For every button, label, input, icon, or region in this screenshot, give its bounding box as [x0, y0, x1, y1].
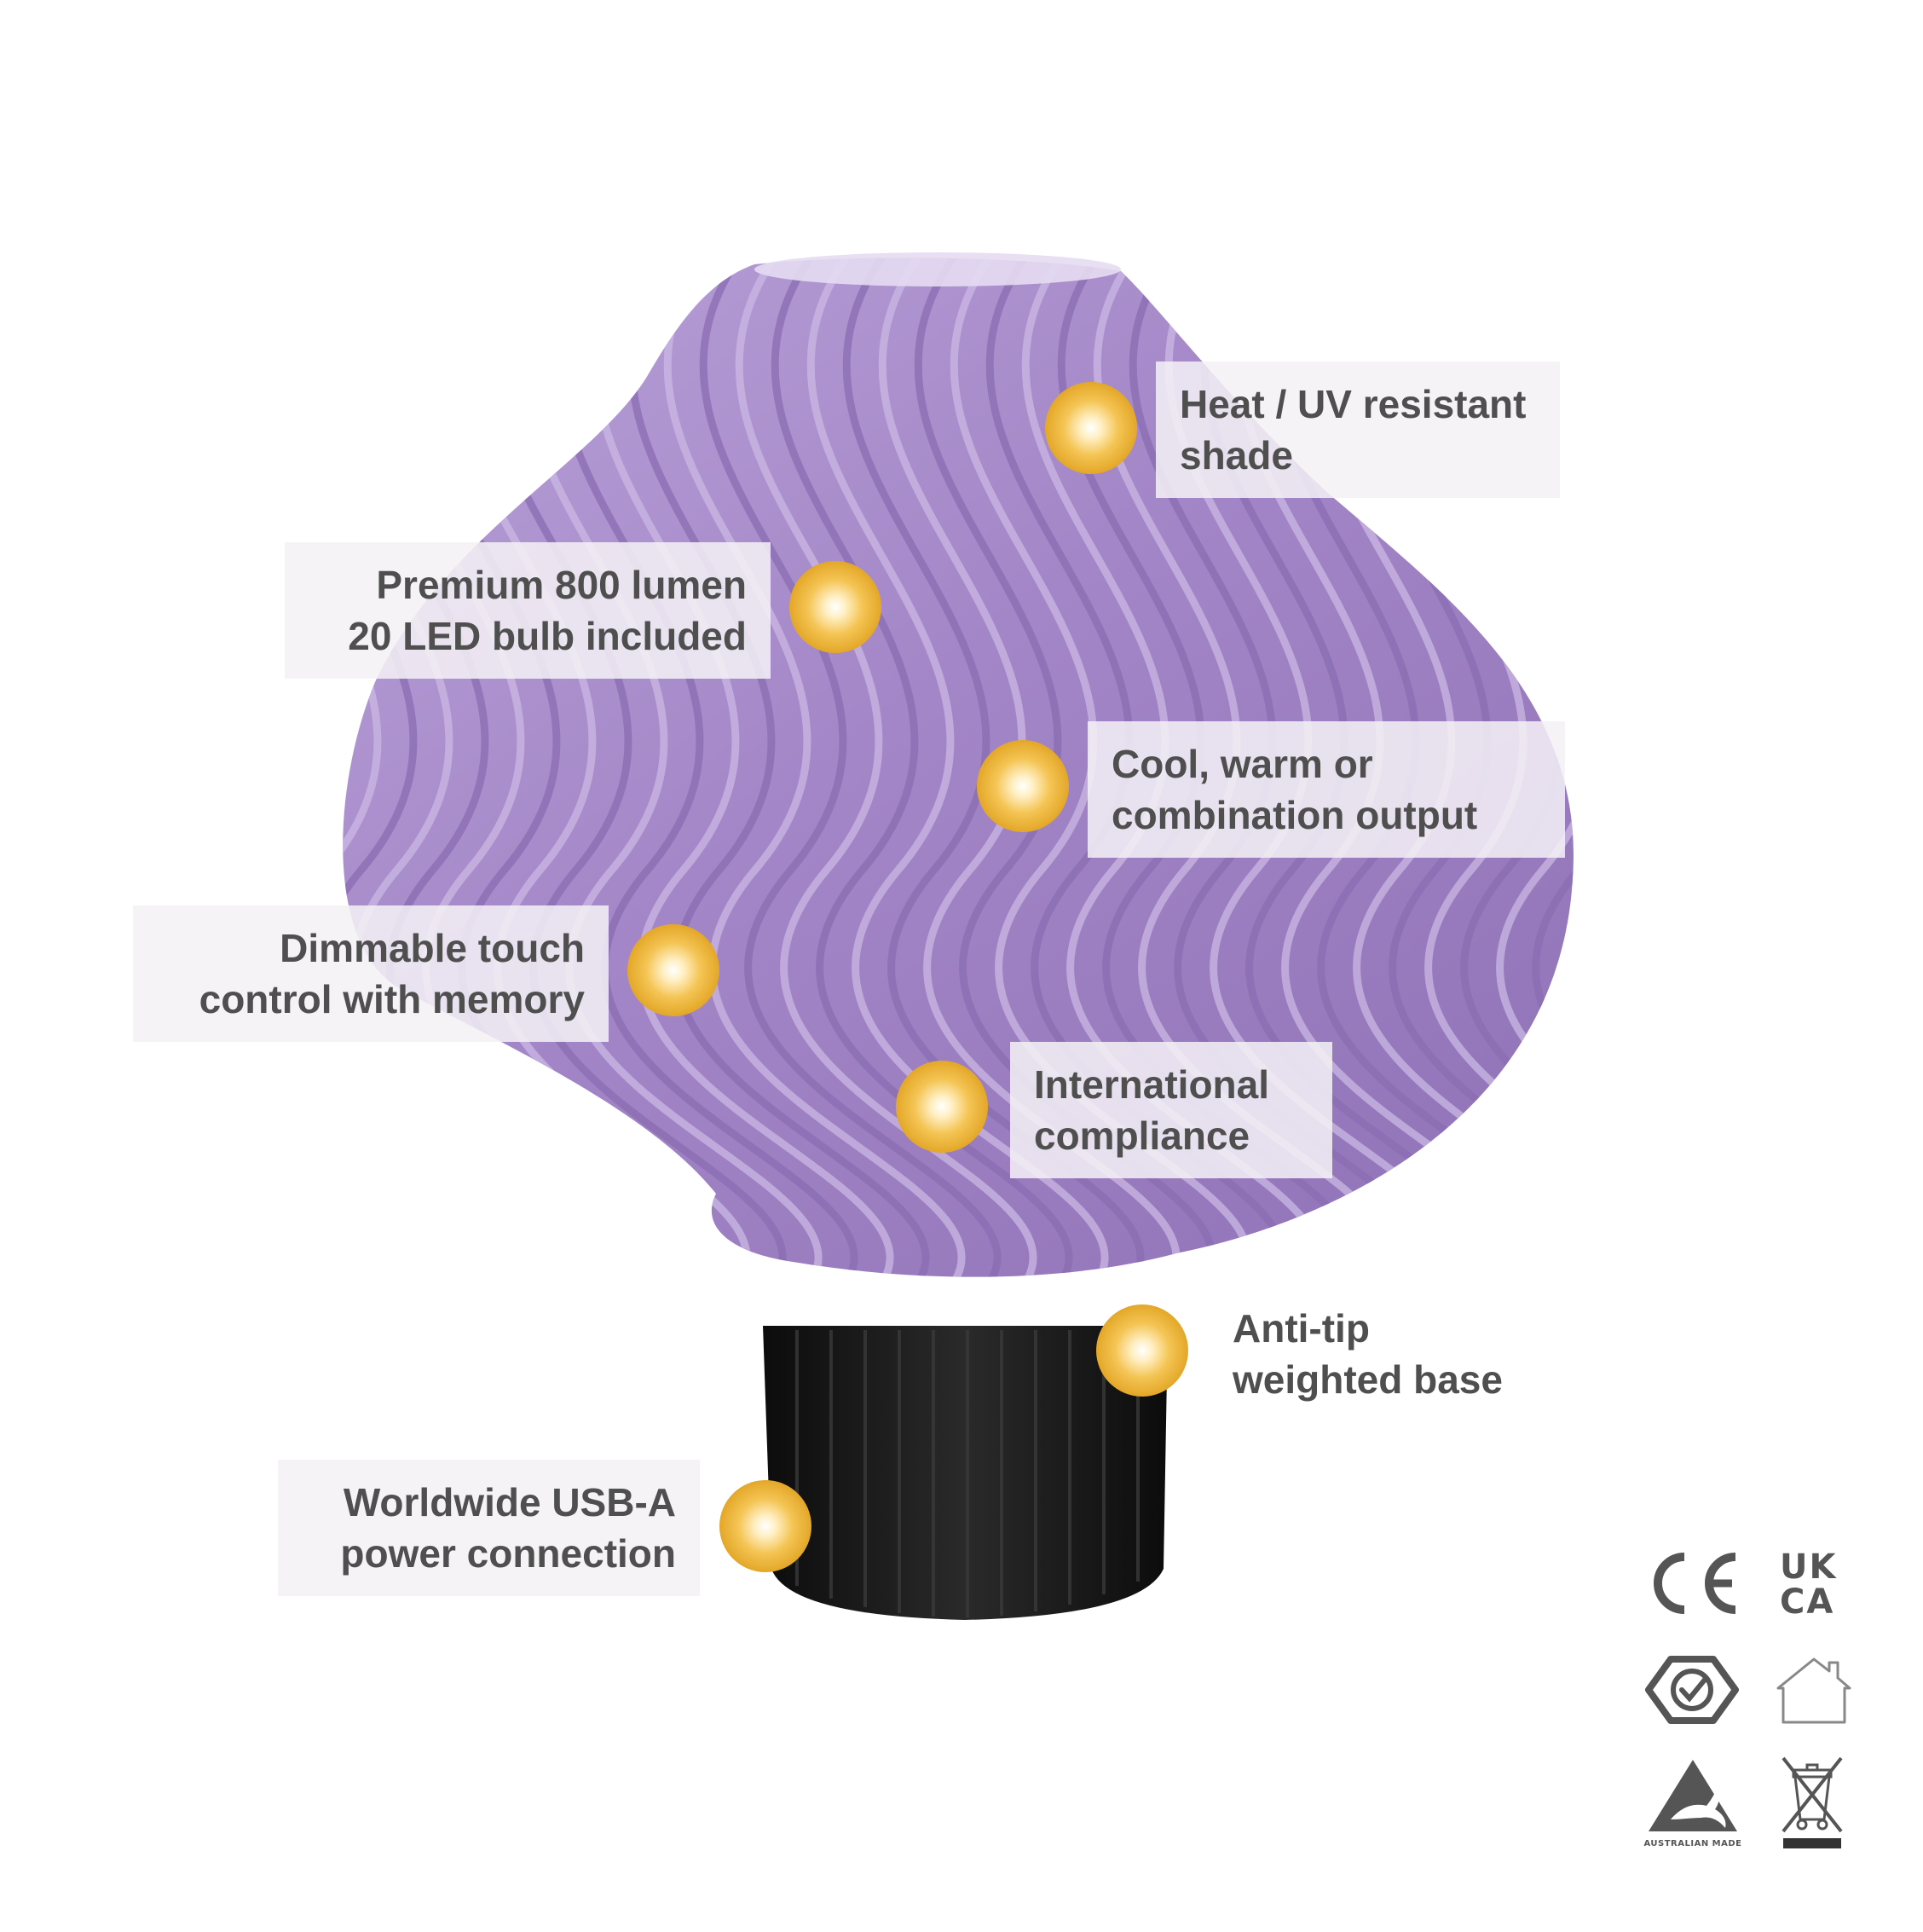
australian-made-kangaroo-icon: AUSTRALIAN MADE [1642, 1756, 1744, 1850]
shade-rib [842, 257, 1145, 1277]
ukca-top-text: UK [1780, 1547, 1838, 1587]
australian-made-text: AUSTRALIAN MADE [1643, 1839, 1742, 1848]
shade-rib [735, 257, 1037, 1277]
shade-rib [1598, 256, 1892, 1296]
ce-mark-icon: CE [1642, 1550, 1742, 1617]
shade-rib [1522, 257, 1574, 1277]
callout-usb: Worldwide USB-A power connection [278, 1460, 700, 1596]
lamp-base [763, 1326, 1168, 1620]
shade-rib [556, 257, 858, 1277]
callout-line: International [1034, 1062, 1270, 1107]
shade-rib [1558, 257, 1574, 1277]
ukca-bottom-text: CA [1780, 1582, 1835, 1622]
callout-anti-tip: Anti-tip weighted base [1209, 1286, 1556, 1422]
shade-rib [914, 257, 1216, 1277]
callout-output: Cool, warm or combination output [1088, 721, 1565, 858]
shade-rib [663, 257, 966, 1277]
shade-rib [699, 257, 1002, 1277]
lamp-shade [343, 252, 1892, 1296]
marker-dimmable [627, 924, 719, 1016]
ce-mark-graphic: CE [1642, 1550, 1736, 1614]
callout-line: control with memory [199, 977, 585, 1021]
shade-rib [985, 257, 1288, 1277]
marker-bulb [789, 561, 881, 653]
shade-rib [343, 257, 393, 1277]
shade-rib [1021, 257, 1324, 1277]
shade-rib [592, 257, 894, 1277]
callout-heat-uv: Heat / UV resistant shade [1156, 362, 1560, 498]
house-outline-icon [1773, 1654, 1855, 1726]
callout-line: Premium 800 lumen [376, 563, 747, 607]
callout-dimmable: Dimmable touch control with memory [133, 905, 609, 1042]
callout-line: Anti-tip [1233, 1306, 1370, 1351]
callout-line: Cool, warm or [1112, 742, 1373, 786]
marker-output [977, 740, 1069, 832]
shade-rib [878, 257, 1181, 1277]
callout-line: combination output [1112, 793, 1478, 837]
callout-line: compliance [1034, 1114, 1250, 1158]
callout-line: Worldwide USB-A [343, 1480, 676, 1524]
marker-usb [719, 1480, 811, 1572]
ce-mark-text: CE [1642, 1550, 1643, 1551]
ukca-mark-icon: UK CA [1780, 1550, 1848, 1623]
callout-bulb: Premium 800 lumen 20 LED bulb included [285, 542, 771, 679]
shade-rib [343, 257, 357, 1277]
weee-crossed-bin-icon [1778, 1755, 1846, 1850]
callout-compliance: International compliance [1010, 1042, 1332, 1178]
shade-rib [950, 257, 1252, 1277]
callout-line: 20 LED bulb included [348, 614, 747, 658]
marker-heat-uv [1045, 382, 1137, 474]
callout-line: power connection [340, 1531, 676, 1576]
shade-rib [806, 257, 1109, 1277]
marker-compliance [896, 1061, 988, 1153]
rcm-tick-icon [1645, 1654, 1739, 1726]
feature-markers [627, 382, 1188, 1572]
callout-line: Dimmable touch [280, 926, 585, 970]
shade-rib [627, 257, 930, 1277]
callout-line: shade [1180, 433, 1293, 477]
callout-line: Heat / UV resistant [1180, 382, 1527, 426]
marker-anti-tip [1096, 1304, 1188, 1397]
shade-rib [771, 257, 1073, 1277]
callout-line: weighted base [1233, 1357, 1503, 1402]
